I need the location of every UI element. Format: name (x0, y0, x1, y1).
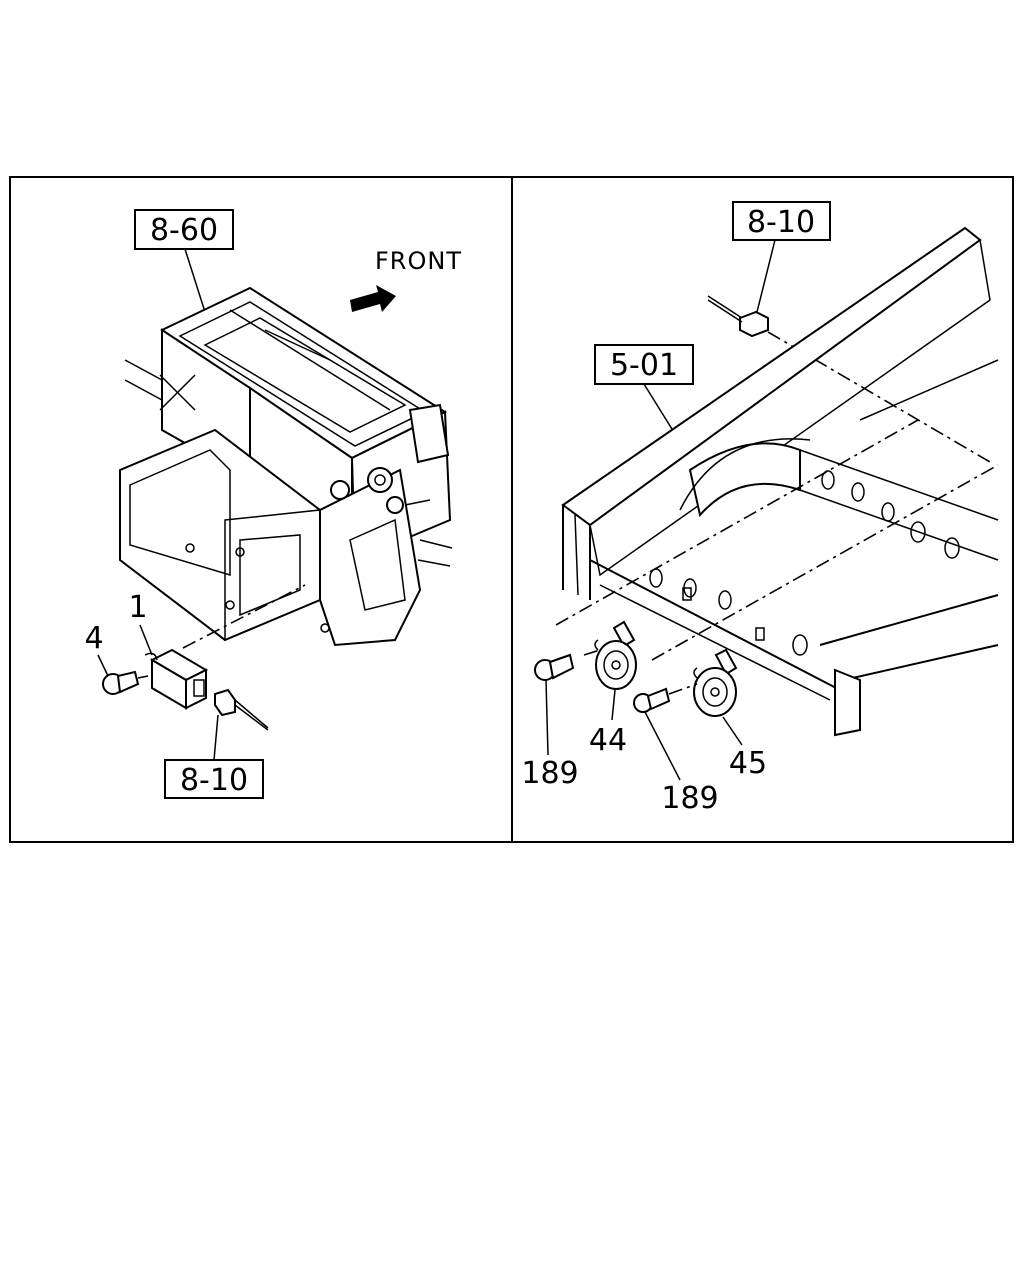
assembly-line-bolt-45 (668, 683, 698, 695)
ref-label-5-01: 5-01 (610, 348, 678, 383)
bolt-189-b[interactable] (633, 687, 671, 713)
front-label: FRONT (375, 247, 462, 275)
assembly-line (182, 584, 306, 649)
relay-part[interactable] (144, 648, 209, 710)
leader-8-10-left (213, 714, 219, 761)
ref-box-8-10-right[interactable] (732, 201, 831, 241)
connector-right[interactable] (707, 295, 769, 338)
assembly-line-connector (767, 331, 991, 463)
front-arrow-icon (350, 285, 396, 312)
callout-45: 45 (729, 746, 767, 781)
ref-label-8-10-left: 8-10 (180, 763, 248, 798)
ref-box-8-60[interactable] (134, 209, 234, 250)
left-panel: 8-60 FRONT (84, 209, 462, 799)
leader-189-b (644, 711, 681, 781)
bolt-4[interactable] (102, 670, 149, 695)
chassis-frame (561, 226, 999, 737)
heater-unit (119, 286, 453, 647)
horn-45[interactable] (693, 648, 738, 717)
leader-1 (139, 624, 153, 656)
ref-label-8-10-right: 8-10 (747, 205, 815, 240)
assembly-line-44 (555, 419, 919, 626)
callout-1: 1 (128, 590, 147, 625)
callout-189-b: 189 (661, 781, 718, 816)
bolt-189-a[interactable] (534, 653, 575, 681)
leader-8-60 (184, 248, 206, 313)
connector[interactable] (214, 688, 269, 731)
leader-189-a (545, 679, 549, 756)
leader-45 (722, 716, 743, 746)
ref-box-8-10-left[interactable] (164, 759, 264, 799)
horn-44[interactable] (594, 620, 637, 690)
right-panel: 8-10 5-01 (521, 201, 999, 816)
assembly-line-bolt-44 (583, 649, 601, 656)
callout-4: 4 (84, 621, 103, 656)
leader-4 (97, 654, 109, 677)
callout-44: 44 (589, 723, 627, 758)
leader-44 (611, 689, 616, 721)
assembly-line-45 (651, 464, 999, 661)
leader-8-10-right (756, 239, 776, 313)
ref-label-8-60: 8-60 (150, 213, 218, 248)
callout-189-a: 189 (521, 756, 578, 791)
